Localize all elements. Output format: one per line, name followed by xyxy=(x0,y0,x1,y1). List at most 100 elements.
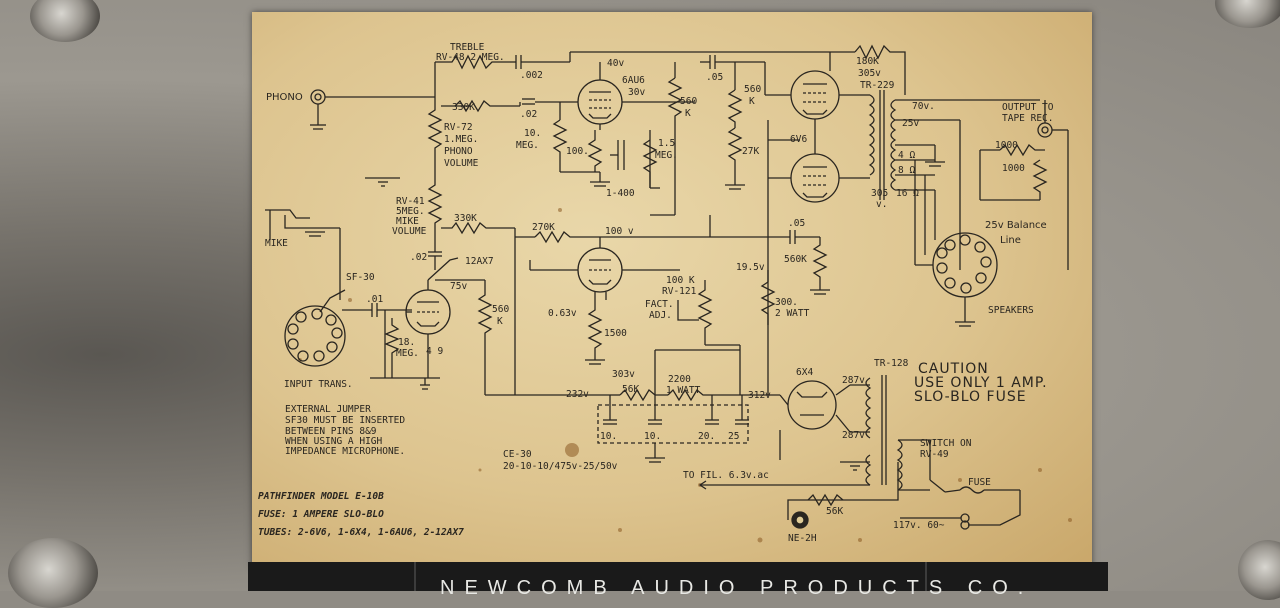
label-16-ohm: 16 Ω xyxy=(896,188,919,199)
label-10-meg: MEG. xyxy=(516,140,539,151)
wiring xyxy=(265,44,1069,530)
label-270k: 270K xyxy=(532,222,555,233)
label-volume-1: VOLUME xyxy=(444,158,479,169)
label-002: .002 xyxy=(520,70,543,81)
label-100v: 100 v xyxy=(605,226,634,237)
label-phono: PHONO xyxy=(266,92,303,103)
label-speakers: SPEAKERS xyxy=(988,305,1034,316)
label-18-meg: MEG. xyxy=(396,348,419,359)
label-rv49: RV-49 xyxy=(920,449,949,460)
label-15: 1.5 xyxy=(658,138,675,149)
label-cap-20: 20. xyxy=(698,431,715,442)
label-cap-25: 25 xyxy=(728,431,739,442)
label-4-ohm: 4 Ω xyxy=(898,150,915,161)
label-k-1: K xyxy=(685,108,691,119)
label-560k-1: 560 xyxy=(680,96,697,107)
caution-line-3: SLO-BLO FUSE xyxy=(914,389,1027,405)
label-1watt: 1 WATT xyxy=(666,385,701,396)
label-560k-4: 560K xyxy=(784,254,807,265)
label-to-fil: TO FIL. 6.3v.ac xyxy=(683,470,769,481)
label-rv41: RV-41 xyxy=(396,196,425,207)
label-switch-on: SWITCH ON xyxy=(920,438,972,449)
label-05b: .05 xyxy=(788,218,805,229)
label-pin-4-9: 4 9 xyxy=(426,346,443,357)
note-line-3: BETWEEN PINS 8&9 xyxy=(285,426,377,437)
label-40v: 40v xyxy=(607,58,624,69)
label-6v6: 6V6 xyxy=(790,134,807,145)
label-330k-2: 330K xyxy=(454,213,477,224)
label-treble: TREBLE xyxy=(450,42,485,53)
label-56k: 56K xyxy=(622,384,639,395)
label-100k: 100 K xyxy=(666,275,695,286)
label-adj: ADJ. xyxy=(649,310,672,321)
label-180k: 180K xyxy=(856,56,879,67)
label-30v: 30v xyxy=(628,87,645,98)
tubes-line: TUBES: 2-6V6, 1-6X4, 1-6AU6, 2-12AX7 xyxy=(258,527,464,538)
screw-top-left xyxy=(30,0,100,42)
label-line: Line xyxy=(1000,235,1021,246)
label-fuse: FUSE xyxy=(968,477,991,488)
brand-bar-divider-right xyxy=(925,562,927,591)
label-0-63v: 0.63v xyxy=(548,308,577,319)
label-1meg: 1.MEG. xyxy=(444,134,478,145)
note-line-2: SF30 MUST BE INSERTED xyxy=(285,415,405,426)
label-ne2h: NE-2H xyxy=(788,533,817,544)
label-ce30-values: 20-10-10/475v-25/50v xyxy=(503,461,618,472)
label-02b: .02 xyxy=(410,252,427,263)
label-25v: 25v xyxy=(902,118,919,129)
label-303v: 303v xyxy=(612,369,635,380)
label-k-2: K xyxy=(749,96,755,107)
label-1-400: 1-400 xyxy=(606,188,635,199)
label-1000-a: 1000 xyxy=(995,140,1018,151)
label-100: 100. xyxy=(566,146,589,157)
label-cap-10-a: 10. xyxy=(600,431,617,442)
label-287v-b: 287v xyxy=(842,430,865,441)
note-line-4: WHEN USING A HIGH xyxy=(285,436,383,447)
label-02: .02 xyxy=(520,109,537,120)
label-01: .01 xyxy=(366,294,383,305)
caution-title: CAUTION xyxy=(918,361,989,377)
label-1000-b: 1000 xyxy=(1002,163,1025,174)
label-volume-2: VOLUME xyxy=(392,226,427,237)
label-mike-jack: MIKE xyxy=(265,238,288,249)
label-rv48: RV-48 2 MEG. xyxy=(436,52,505,63)
label-27k: 27K xyxy=(742,146,759,157)
note-line-1: EXTERNAL JUMPER xyxy=(285,404,371,415)
label-305v: 305v xyxy=(858,68,881,79)
label-19-5v: 19.5v xyxy=(736,262,765,273)
label-305: 305 xyxy=(871,188,888,199)
schematic-diagram: PHONO TREBLE RV-48 2 MEG. .002 40v .05 1… xyxy=(258,42,1072,544)
label-8-ohm: 8 Ω xyxy=(898,165,915,176)
label-ce30: CE-30 xyxy=(503,449,532,460)
note-line-5: IMPEDANCE MICROPHONE. xyxy=(285,446,405,457)
label-balance: 25v Balance xyxy=(985,220,1047,231)
label-56k-2: 56K xyxy=(826,506,843,517)
label-k-3: K xyxy=(497,316,503,327)
label-input-trans: INPUT TRANS. xyxy=(284,379,353,390)
component-labels: PHONO TREBLE RV-48 2 MEG. .002 40v .05 1… xyxy=(258,42,1054,544)
brand-bar-divider-left xyxy=(414,562,416,591)
label-mike-vol: MIKE xyxy=(396,216,419,227)
label-tr128: TR-128 xyxy=(874,358,909,369)
screw-bottom-right xyxy=(1238,540,1280,600)
label-phono-vol: PHONO xyxy=(444,146,473,157)
label-10: 10. xyxy=(524,128,541,139)
fuse-spec-line: FUSE: 1 AMPERE SLO-BLO xyxy=(258,509,384,520)
label-1500: 1500 xyxy=(604,328,627,339)
label-cap-10-b: 10. xyxy=(644,431,661,442)
label-287v-a: 287v xyxy=(842,375,865,386)
label-232v: 232v xyxy=(566,389,589,400)
label-18: 18. xyxy=(398,337,415,348)
label-300: 300. xyxy=(775,297,798,308)
label-rv72: RV-72 xyxy=(444,122,473,133)
label-560k-2: 560 xyxy=(744,84,761,95)
label-5meg: 5MEG. xyxy=(396,206,425,217)
label-sf30: SF-30 xyxy=(346,272,375,283)
label-117v: 117v. 60~ xyxy=(893,520,945,531)
label-05a: .05 xyxy=(706,72,723,83)
label-330k-1: 330K xyxy=(452,102,475,113)
label-tape-rec: TAPE REC. xyxy=(1002,113,1053,124)
label-output-to: OUTPUT TO xyxy=(1002,102,1054,113)
label-75v: 75v xyxy=(450,281,467,292)
model-line: PATHFINDER MODEL E-10B xyxy=(258,491,384,502)
